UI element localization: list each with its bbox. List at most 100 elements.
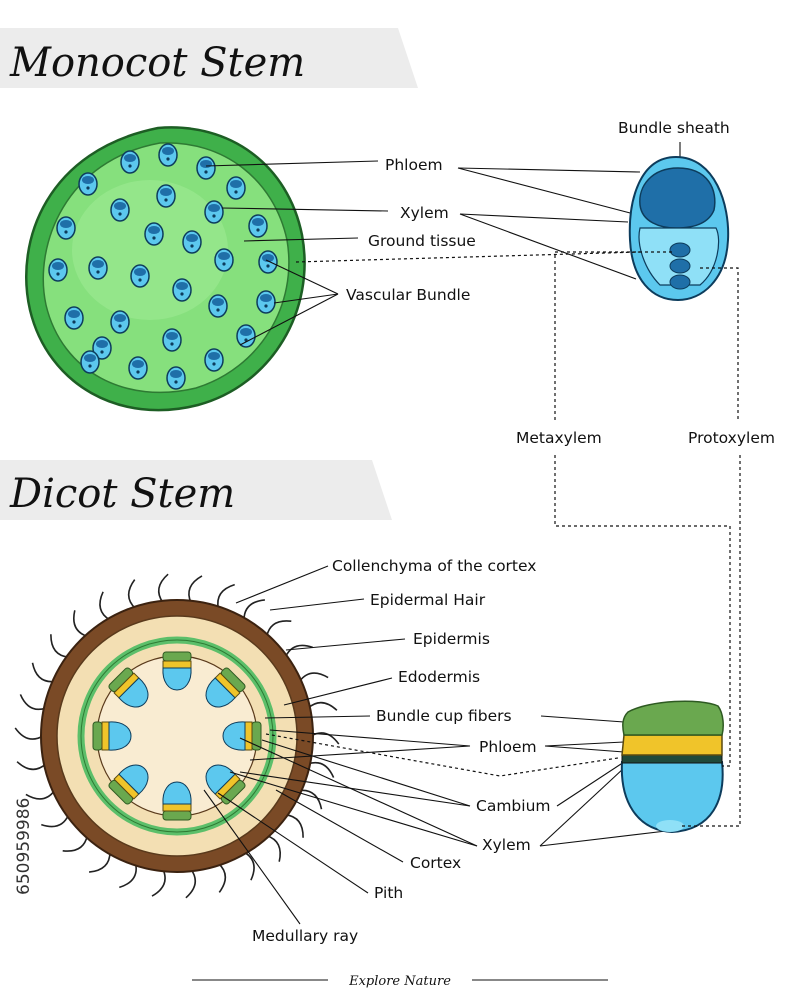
bundle-xylem-dot [212,362,216,366]
epidermal-hair [89,851,111,873]
bundle-xylem [162,667,192,691]
bundle-xylem-dot [118,212,122,216]
vascular-bundle [204,348,224,372]
bundle-xylem-dot [256,228,260,232]
monocot-title: Monocot Stem [9,40,305,86]
bundle-xylem-dot [118,324,122,328]
bundle-xylem [108,721,132,751]
epidermal-hair [298,672,329,682]
vascular-bundle [78,172,98,196]
bundle-xylem-dot [96,270,100,274]
bundle-xylem [118,764,149,795]
bundle-phloem-spot [124,154,136,162]
vascular-bundle [144,222,164,246]
bundle-cap [92,721,103,751]
bundle-phloem-spot [176,282,188,290]
bundle-phloem-spot [82,176,94,184]
bundle-phloem-spot [160,188,172,196]
vascular-bundle [158,143,178,167]
bundle-phloem-spot [208,352,220,360]
bundle-phloem-spot [200,160,212,168]
bundle-phloem-spot [52,262,64,270]
epidermal-hair [99,591,111,621]
vascular-bundle [48,258,68,282]
bundle-phloem-spot [230,180,242,188]
label-dicot-phloem: Phloem [479,738,537,756]
bundle-xylem-dot [222,262,226,266]
vascular-bundle [92,721,132,751]
epidermal-hair [41,814,70,828]
epidermal-hair [217,862,227,893]
label-mono-xylem: Xylem [400,204,449,222]
bundle-xylem-dot [152,236,156,240]
label-epidermis: Epidermis [413,630,490,648]
label-ground-tissue: Ground tissue [368,232,476,250]
bundle-phloem-spot [260,294,272,302]
label-collenchyma: Collenchyma of the cortex [332,557,536,575]
vascular-bundle [162,781,192,821]
bundle-phloem [639,167,716,229]
epidermal-hair [73,610,88,638]
vascular-bundle [205,764,246,805]
epidermal-hair [127,579,137,610]
bundle-xylem [162,781,192,805]
detail-bundle-cap [622,700,724,736]
epidermal-hair [151,868,166,897]
bundle-xylem-dot [88,364,92,368]
bundle-phloem-spot [262,254,274,262]
label-cortex: Cortex [410,854,461,872]
bundle-xylem-dot [138,278,142,282]
bundle-cap [162,810,192,821]
vascular-bundle [226,176,246,200]
monocot-vascular-bundles [48,143,278,390]
epidermal-hair [50,634,69,658]
bundle-phloem-spot [252,218,264,226]
epidermal-hair [16,761,47,771]
epidermal-hair [217,583,235,609]
label-dicot-xylem: Xylem [482,836,531,854]
epidermal-hair [285,814,304,838]
bundle-phloem-spot [148,226,160,234]
vascular-bundle [172,278,192,302]
vascular-bundle [256,290,276,314]
bundle-xylem-dot [190,244,194,248]
label-cambium: Cambium [476,797,551,815]
vascular-bundle [205,667,246,708]
bundle-phloem-spot [68,310,80,318]
vascular-bundle [92,336,112,360]
bundle-xylem-dot [128,164,132,168]
monocot-leader-lines [205,142,681,346]
bundle-xylem-dot [72,320,76,324]
epidermal-hair [265,620,292,637]
vascular-bundle [64,306,84,330]
dicot-vascular-bundles [92,651,262,821]
bundle-xylem-dot [86,186,90,190]
bundle-phloem-spot [240,328,252,336]
protoxylem-vessel [669,274,691,290]
vascular-bundle [204,200,224,224]
epidermal-hair [62,835,89,852]
bundle-xylem-dot [166,157,170,161]
epidermal-hair [243,599,265,621]
epidermal-hair [188,575,203,604]
bundle-xylem-dot [212,214,216,218]
epidermal-hair [14,727,44,740]
dicot-title: Dicot Stem [9,471,235,517]
vascular-bundle [222,721,262,751]
dicot-cross-section [14,573,340,899]
bundle-xylem [205,677,236,708]
monocot-bundle-detail [628,155,730,302]
bundle-phloem-spot [114,202,126,210]
vascular-bundle [130,264,150,288]
dicot-leader-lines [203,565,667,925]
detail-xylem [620,761,724,834]
epidermal-hair [157,573,169,604]
dicot-title-band [0,460,392,520]
epidermal-hair [243,851,255,881]
vascular-bundle [166,366,186,390]
epidermal-hair [299,789,323,810]
bundle-phloem-spot [208,204,220,212]
vascular-bundle [56,216,76,240]
label-vascular-bundle: Vascular Bundle [346,286,470,304]
